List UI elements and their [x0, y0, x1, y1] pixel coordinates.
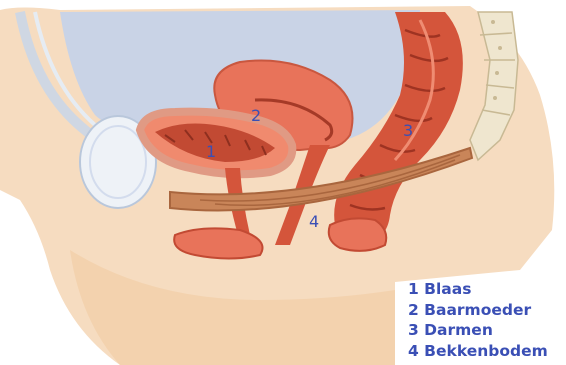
pelvic-floor-marker: 4	[309, 214, 319, 230]
legend: 1 Blaas 2 Baarmoeder 3 Darmen 4 Bekkenbo…	[408, 279, 566, 361]
bladder-marker: 1	[206, 144, 216, 160]
perineal-muscle-right	[329, 218, 387, 251]
legend-item-pelvic-floor: 4 Bekkenbodem	[408, 341, 566, 362]
perineal-muscle	[174, 228, 262, 258]
uterus-marker: 2	[251, 108, 261, 124]
intestine-marker: 3	[403, 123, 413, 139]
legend-item-uterus: 2 Baarmoeder	[408, 300, 566, 321]
legend-item-bladder: 1 Blaas	[408, 279, 566, 300]
legend-item-intestine: 3 Darmen	[408, 320, 566, 341]
